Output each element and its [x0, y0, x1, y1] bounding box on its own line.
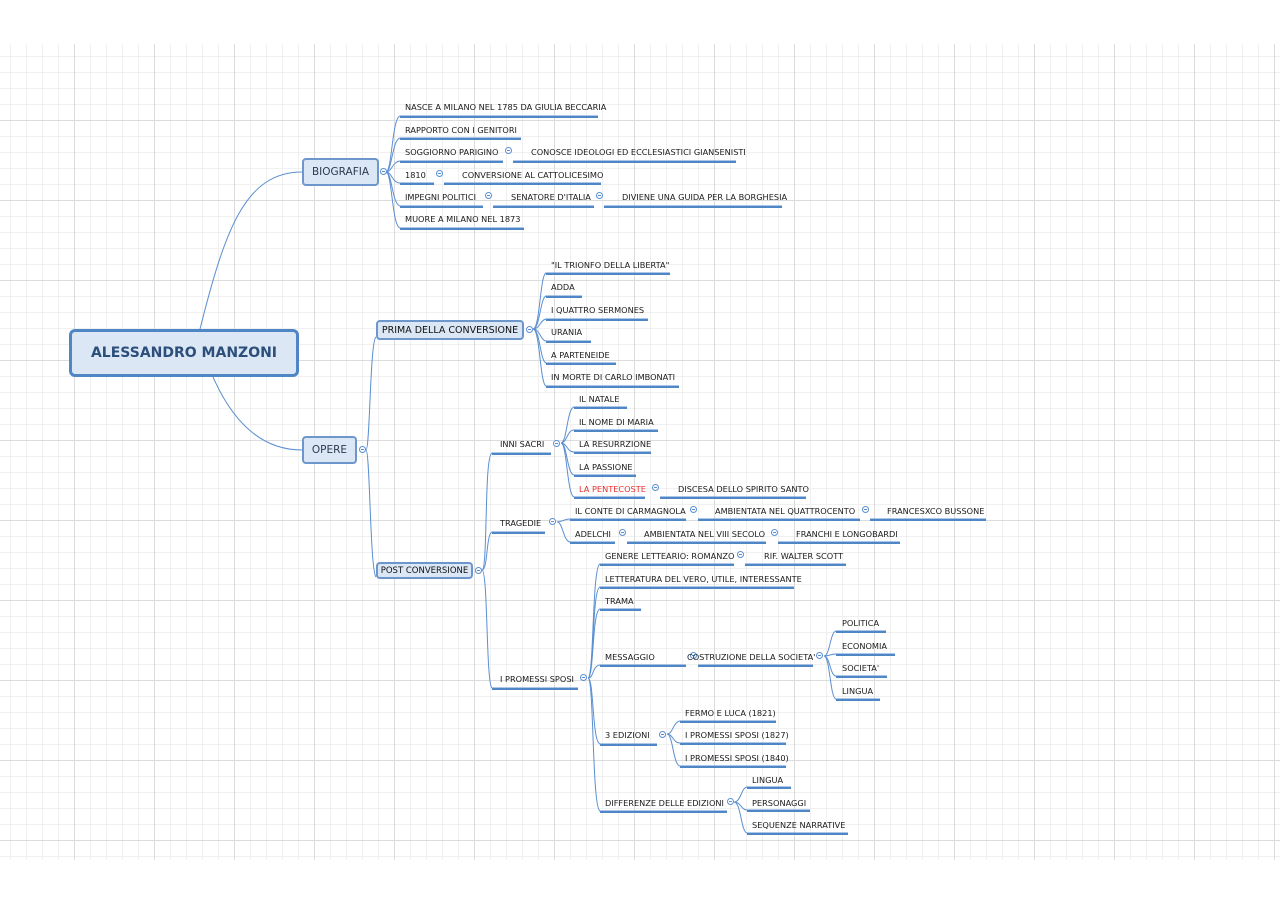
topic-label[interactable]: AMBIENTATA NEL VIII SECOLO — [644, 529, 766, 539]
topic-label[interactable]: INNI SACRI — [500, 439, 545, 449]
collapse-toggle[interactable] — [690, 652, 697, 659]
node-post-conversione[interactable]: POST CONVERSIONE — [376, 562, 473, 579]
topic-label[interactable]: ECONOMIA — [842, 641, 887, 651]
topic-label[interactable]: MUORE A MILANO NEL 1873 — [405, 214, 521, 224]
topic-label[interactable]: 3 EDIZIONI — [605, 730, 650, 740]
topic-label[interactable]: CONVERSIONE AL CATTOLICESIMO — [462, 170, 604, 180]
collapse-toggle[interactable] — [553, 440, 560, 447]
collapse-toggle[interactable] — [526, 326, 533, 333]
collapse-toggle[interactable] — [816, 652, 823, 659]
topic-label[interactable]: IMPEGNI POLITICI — [405, 192, 476, 202]
topic-label[interactable]: I PROMESSI SPOSI (1840) — [685, 753, 789, 763]
topic-label[interactable]: DIFFERENZE DELLE EDIZIONI — [605, 798, 724, 808]
topic-label[interactable]: I QUATTRO SERMONES — [551, 305, 645, 315]
topic-label[interactable]: SOGGIORNO PARIGINO — [405, 147, 499, 157]
topic-label[interactable]: A PARTENEIDE — [551, 350, 610, 360]
collapse-toggle[interactable] — [690, 506, 697, 513]
topic-label[interactable]: NASCE A MILANO NEL 1785 DA GIULIA BECCAR… — [405, 102, 607, 112]
topic-label[interactable]: 1810 — [405, 170, 426, 180]
collapse-toggle[interactable] — [771, 529, 778, 536]
topic-label[interactable]: AMBIENTATA NEL QUATTROCENTO — [715, 506, 856, 516]
node-biografia[interactable]: BIOGRAFIA — [302, 158, 379, 186]
collapse-toggle[interactable] — [380, 168, 387, 175]
collapse-toggle[interactable] — [475, 567, 482, 574]
topic-label[interactable]: I PROMESSI SPOSI (1827) — [685, 730, 789, 740]
topic-label[interactable]: TRAMA — [605, 596, 634, 606]
topic-label[interactable]: POLITICA — [842, 618, 880, 628]
topic-label[interactable]: PERSONAGGI — [752, 798, 807, 808]
collapse-toggle[interactable] — [505, 147, 512, 154]
topic-label-highlighted[interactable]: LA PENTECOSTE — [579, 484, 646, 494]
node-label: OPERE — [311, 444, 348, 456]
collapse-toggle[interactable] — [862, 506, 869, 513]
node-opere[interactable]: OPERE — [302, 436, 357, 464]
topic-label[interactable]: FERMO E LUCA (1821) — [685, 708, 776, 718]
collapse-toggle[interactable] — [436, 170, 443, 177]
topic-label[interactable]: IL NOME DI MARIA — [579, 417, 654, 427]
topic-label[interactable]: COSTRUZIONE DELLA SOCIETA' — [687, 652, 816, 662]
node-label: POST CONVERSIONE — [380, 565, 469, 576]
topic-label[interactable]: IL CONTE DI CARMAGNOLA — [575, 506, 686, 516]
topic-label[interactable]: RAPPORTO CON I GENITORI — [405, 125, 517, 135]
topic-label[interactable]: DIVIENE UNA GUIDA PER LA BORGHESIA — [622, 192, 788, 202]
topic-label[interactable]: LA PASSIONE — [579, 462, 633, 472]
topic-label[interactable]: LA RESURRZIONE — [579, 439, 652, 449]
topic-label[interactable]: SOCIETA' — [842, 663, 880, 673]
collapse-toggle[interactable] — [580, 674, 587, 681]
topic-label[interactable]: CONOSCE IDEOLOGI ED ECCLESIASTICI GIANSE… — [531, 147, 746, 157]
topic-label[interactable]: I PROMESSI SPOSI — [500, 674, 574, 684]
collapse-toggle[interactable] — [485, 192, 492, 199]
topic-label[interactable]: IL NATALE — [579, 394, 620, 404]
topic-label[interactable]: LINGUA — [842, 686, 874, 696]
topic-label[interactable]: RIF. WALTER SCOTT — [764, 551, 844, 561]
node-label: BIOGRAFIA — [311, 166, 370, 178]
topic-label[interactable]: IN MORTE DI CARLO IMBONATI — [551, 372, 676, 382]
topic-label[interactable]: ADELCHI — [575, 529, 611, 539]
collapse-toggle[interactable] — [596, 192, 603, 199]
node-label: PRIMA DELLA CONVERSIONE — [381, 324, 519, 336]
collapse-toggle[interactable] — [727, 798, 734, 805]
topic-label[interactable]: URANIA — [551, 327, 583, 337]
topic-label[interactable]: SEQUENZE NARRATIVE — [752, 820, 846, 830]
topic-label[interactable]: ADDA — [551, 282, 575, 292]
topic-label[interactable]: FRANCHI E LONGOBARDI — [796, 529, 898, 539]
collapse-toggle[interactable] — [359, 446, 366, 453]
root-label: ALESSANDRO MANZONI — [90, 345, 278, 361]
topic-label[interactable]: GENERE LETTEARIO: ROMANZO — [605, 551, 735, 561]
topic-label[interactable]: LETTERATURA DEL VERO, UTILE, INTERESSANT… — [605, 574, 802, 584]
collapse-toggle[interactable] — [619, 529, 626, 536]
topic-label[interactable]: DISCESA DELLO SPIRITO SANTO — [678, 484, 809, 494]
topic-label[interactable]: FRANCESXCO BUSSONE — [887, 506, 985, 516]
topic-label[interactable]: LINGUA — [752, 775, 784, 785]
topic-label[interactable]: MESSAGGIO — [605, 652, 655, 662]
node-prima-della-conversione[interactable]: PRIMA DELLA CONVERSIONE — [376, 320, 524, 340]
topic-label[interactable]: TRAGEDIE — [500, 518, 542, 528]
collapse-toggle[interactable] — [652, 484, 659, 491]
collapse-toggle[interactable] — [549, 518, 556, 525]
topic-label[interactable]: SENATORE D'ITALIA — [511, 192, 591, 202]
collapse-toggle[interactable] — [659, 731, 666, 738]
root-node[interactable]: ALESSANDRO MANZONI — [69, 329, 299, 377]
topic-label[interactable]: "IL TRIONFO DELLA LIBERTA" — [551, 260, 670, 270]
collapse-toggle[interactable] — [737, 551, 744, 558]
